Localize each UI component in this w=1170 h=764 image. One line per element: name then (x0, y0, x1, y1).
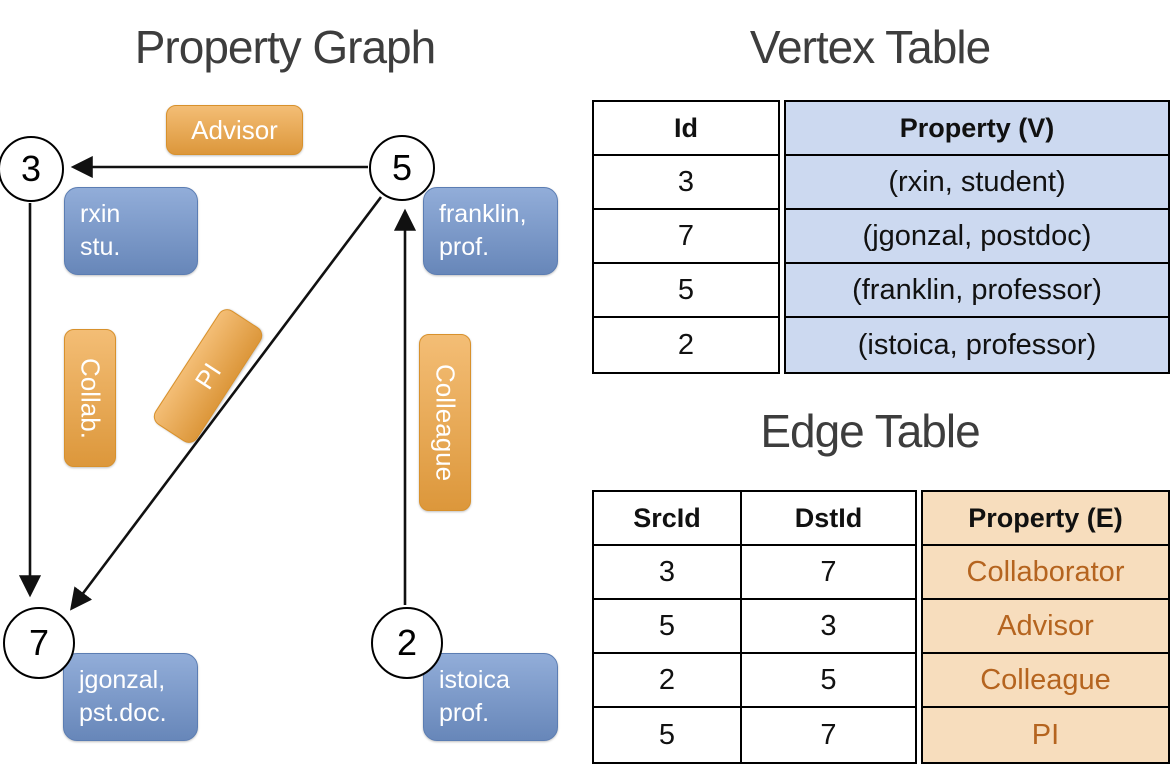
vertex-box-line: stu. (80, 232, 121, 261)
vertex-box-rxin: rxin stu. (64, 187, 198, 275)
edge-table-cell-dstid: 7 (742, 546, 915, 600)
vertex-table-property-column: Property (V) (rxin, student) (jgonzal, p… (784, 100, 1170, 374)
vertex-table: Id 3 7 5 2 Property (V) (rxin, student) … (592, 100, 1170, 374)
vertex-box-line: jgonzal, (79, 666, 166, 694)
vertex-table-cell-property: (rxin, student) (786, 156, 1168, 210)
vertex-box-line: rxin (80, 200, 121, 228)
vertex-table-cell-property: (franklin, professor) (786, 264, 1168, 318)
vertex-table-header-id: Id (594, 102, 778, 156)
edge-table-cell-srcid: 3 (594, 546, 742, 600)
edge-label-advisor: Advisor (166, 105, 303, 155)
edge-table-cell-property: PI (923, 708, 1168, 762)
graph-node-2: 2 (371, 607, 443, 679)
edge-table-cell-property: Colleague (923, 654, 1168, 708)
vertex-box-line: franklin, (439, 200, 527, 228)
graph-edges-canvas (18, 155, 417, 611)
graph-node-5: 5 (369, 135, 435, 201)
edge-table-cell-dstid: 3 (742, 600, 915, 654)
vertex-box-line: prof. (439, 232, 490, 261)
edge-table-property-column: Property (E) Collaborator Advisor Collea… (921, 490, 1170, 764)
edge-arrow-pi-5to7 (70, 196, 383, 611)
vertex-box-istoica: istoica prof. (423, 653, 558, 741)
property-graph-title: Property Graph (134, 21, 436, 73)
vertex-box-franklin: franklin, prof. (423, 187, 558, 275)
vertex-table-cell-id: 5 (594, 264, 778, 318)
vertex-box-line: pst.doc. (79, 698, 167, 727)
edge-table: SrcId DstId 3 7 5 3 2 5 5 7 Property (E)… (592, 490, 1170, 764)
edge-table-header-srcid: SrcId (594, 492, 742, 546)
graph-node-7: 7 (3, 607, 75, 679)
vertex-box-jgonzal: jgonzal, pst.doc. (63, 653, 198, 741)
edge-table-cell-dstid: 7 (820, 718, 837, 751)
edge-label-collab: Collab. (64, 329, 116, 467)
vertex-table-title: Vertex Table (749, 21, 991, 73)
vertex-table-cell-property: (jgonzal, postdoc) (786, 210, 1168, 264)
edge-table-cell-srcid: 5 (594, 600, 742, 654)
vertex-table-cell-id: 2 (677, 328, 695, 361)
edge-table-cell-dstid: 5 (742, 654, 915, 708)
vertex-box-line: istoica (439, 666, 510, 694)
vertex-table-cell-id: 3 (594, 156, 778, 210)
vertex-table-id-column: Id 3 7 5 2 (592, 100, 780, 374)
edge-table-header-dstid: DstId (742, 492, 915, 546)
vertex-box-line: prof. (439, 698, 490, 727)
vertex-table-header-property: Property (V) (786, 102, 1168, 156)
edge-table-ids-columns: SrcId DstId 3 7 5 3 2 5 5 7 (592, 490, 917, 764)
vertex-table-cell-property: (istoica, professor) (786, 318, 1168, 372)
vertex-table-cell-id: 7 (594, 210, 778, 264)
edge-table-cell-srcid: 2 (594, 654, 742, 708)
edge-table-title: Edge Table (760, 405, 980, 457)
edge-table-cell-srcid: 5 (594, 708, 742, 762)
edge-table-header-property: Property (E) (923, 492, 1168, 546)
edge-table-cell-property: Advisor (923, 600, 1168, 654)
edge-table-cell-property: Collaborator (923, 546, 1168, 600)
graph-node-3: 3 (0, 136, 64, 202)
edge-label-colleague: Colleague (419, 334, 471, 511)
